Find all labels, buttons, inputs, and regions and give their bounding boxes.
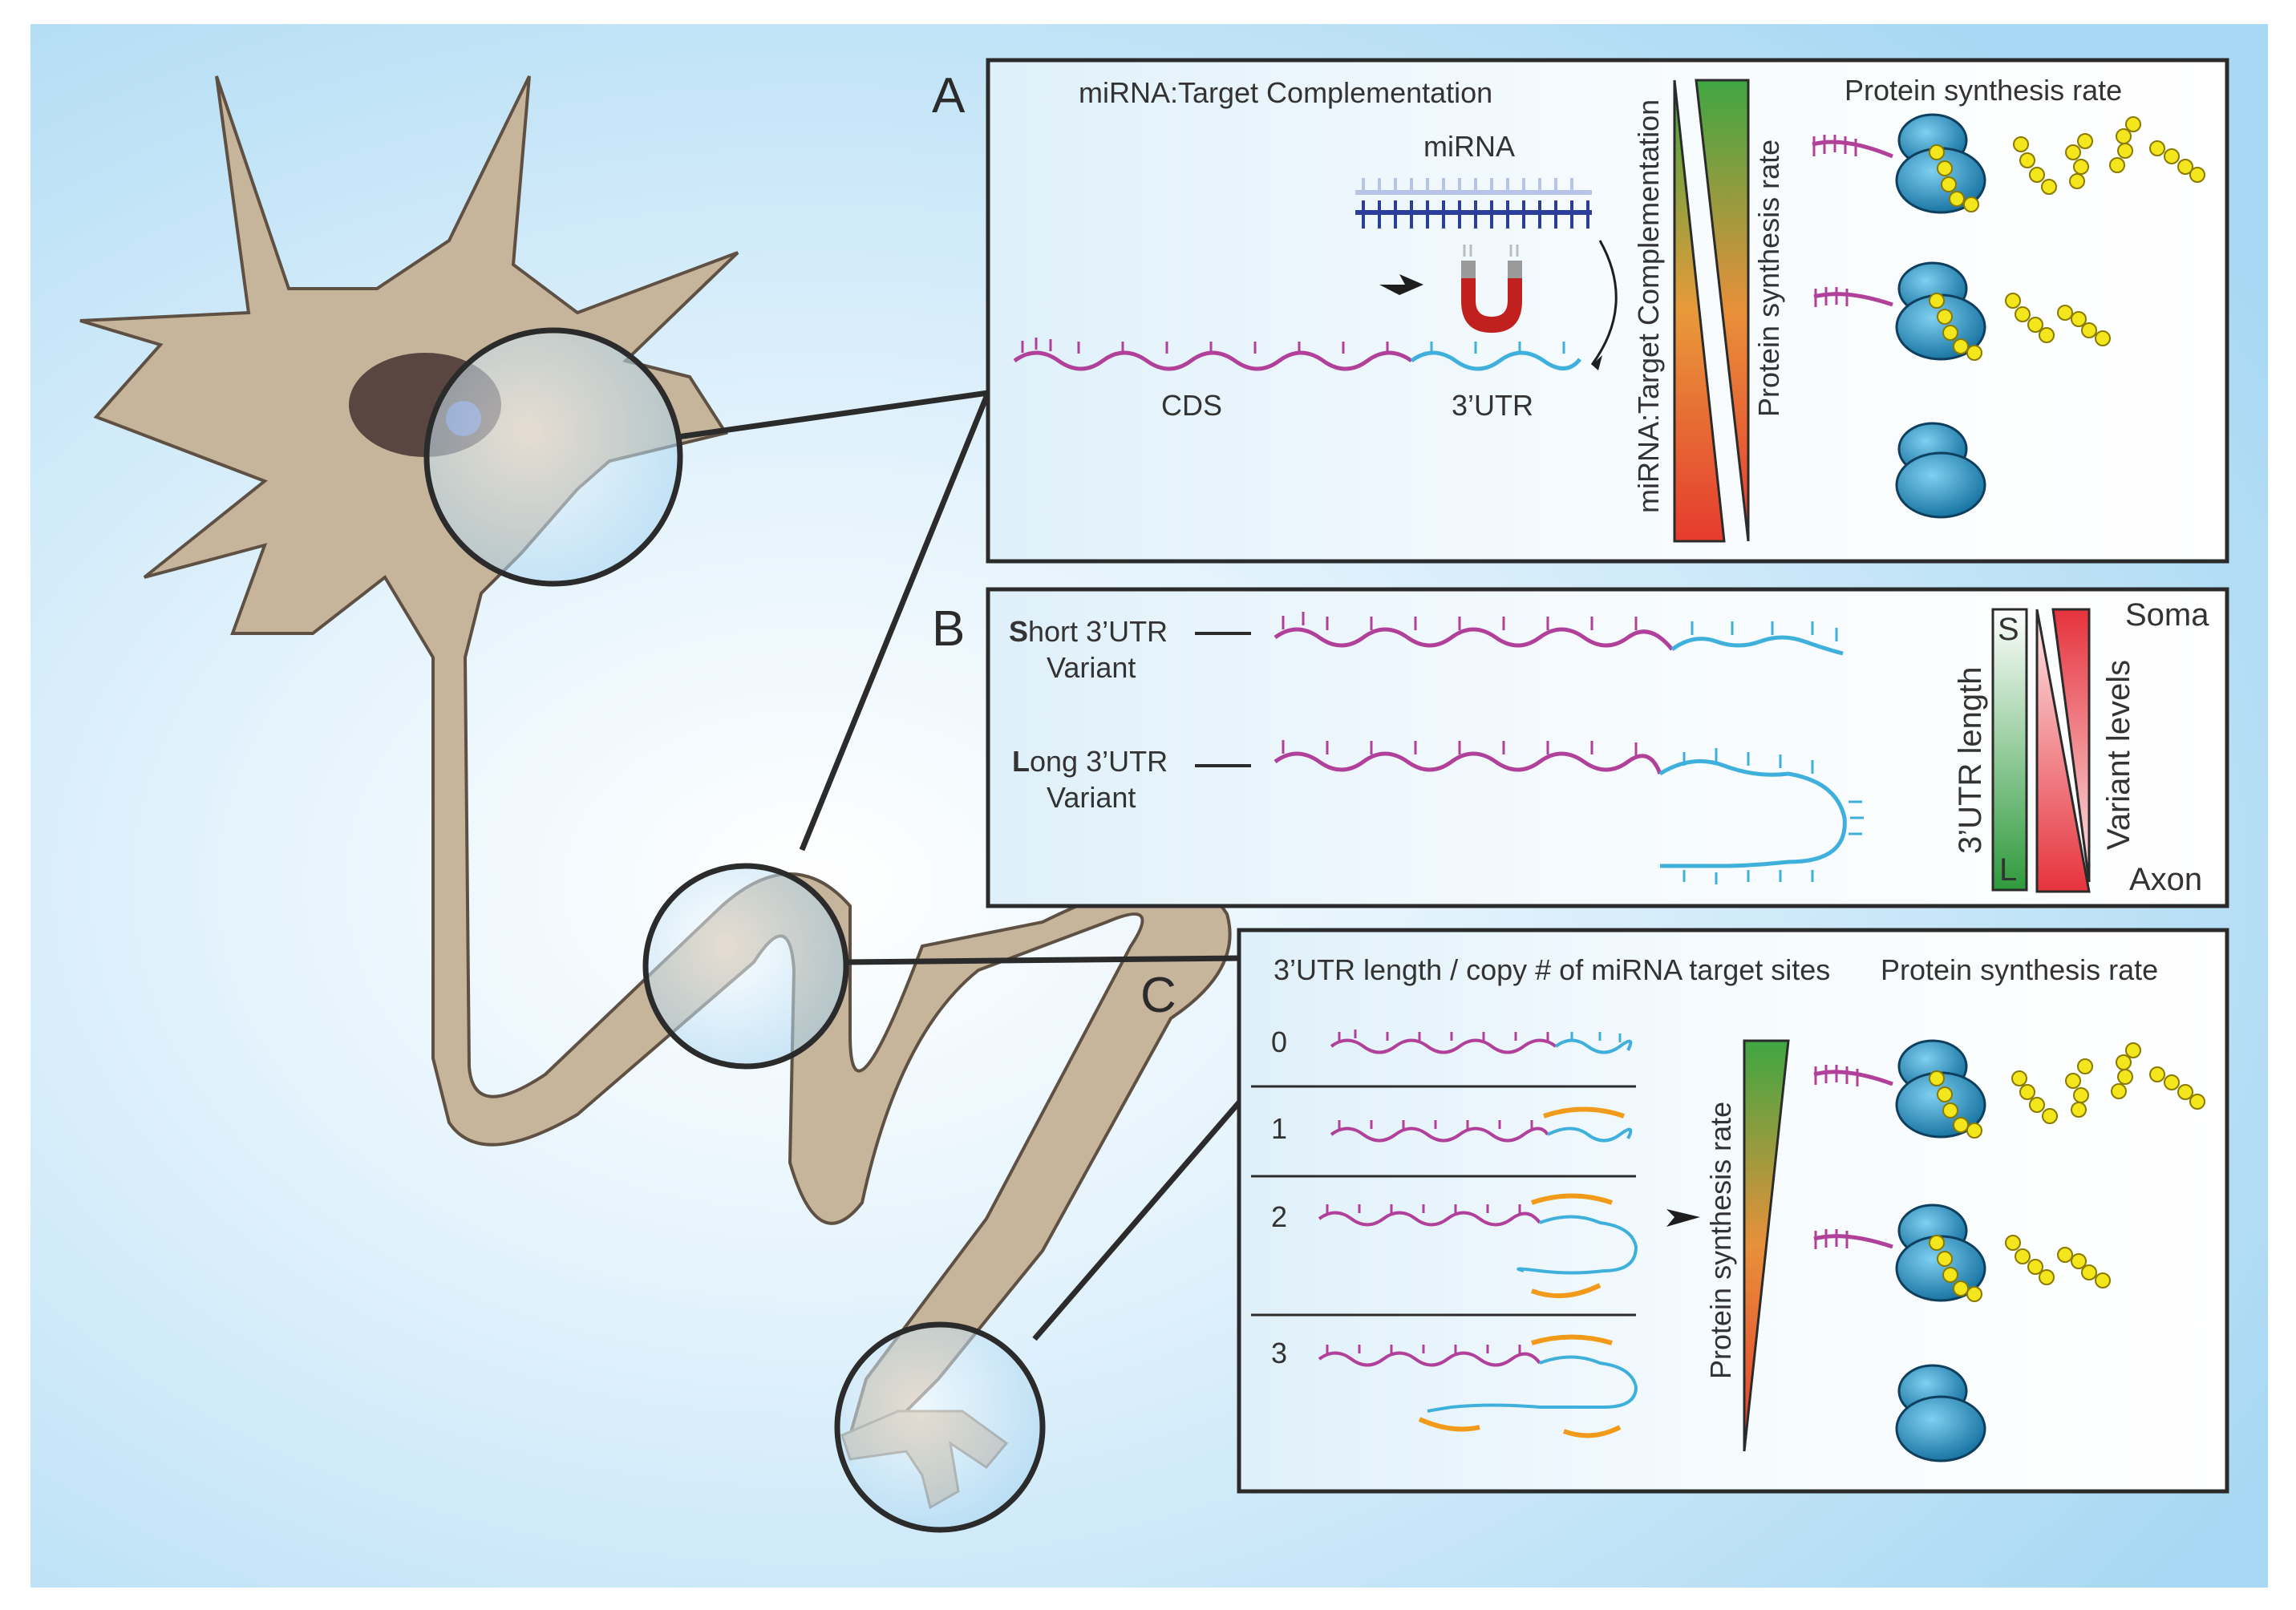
connector-axon-to-a	[799, 391, 991, 852]
utr-label: 3’UTR	[1452, 389, 1533, 422]
variant-triangle-long	[2035, 609, 2091, 893]
connector-soma-to-a	[677, 390, 989, 440]
mrna-row-3	[1318, 1334, 1638, 1438]
curved-arrow-icon	[1590, 240, 1618, 366]
lens-soma	[423, 327, 683, 587]
mrna-row-2	[1318, 1193, 1638, 1299]
lens-growth-cone	[834, 1321, 1046, 1533]
complementation-triangle	[1673, 79, 1726, 543]
mrna-long-variant	[1274, 740, 1864, 884]
row-label-0: 0	[1271, 1025, 1287, 1058]
ribosome-low-c	[1895, 1364, 1986, 1462]
row-label-1: 1	[1271, 1112, 1287, 1145]
mrna-row-0	[1330, 1030, 1633, 1054]
soma-label: Soma	[2125, 597, 2209, 633]
mirna-site	[1543, 1106, 1625, 1119]
ribosome-low-a	[1895, 422, 1986, 519]
panel-c-title: 3’UTR length / copy # of miRNA target si…	[1274, 953, 1830, 986]
panel-c-box	[1237, 928, 2229, 1494]
row-dividers	[1251, 1085, 1636, 1317]
synthesis-axis-label-c: Protein synthesis rate	[1704, 1102, 1737, 1379]
panel-b: B Short 3’UTR Variant Long 3’UTR Variant	[932, 587, 2229, 908]
panel-c: C 3’UTR length / copy # of miRNA target …	[1140, 928, 2229, 1494]
mirna-ladder	[1355, 178, 1592, 229]
mrna-row-1	[1330, 1106, 1633, 1143]
mrna-short-variant	[1274, 612, 1844, 656]
long-variant-label: Long 3’UTR	[1012, 745, 1168, 778]
panel-a-right-header: Protein synthesis rate	[1844, 74, 2122, 107]
arrowhead-icon	[1379, 274, 1423, 295]
synthesis-axis-label-a: Protein synthesis rate	[1752, 140, 1785, 417]
panel-a: A miRNA:Target Complementation miRNA	[932, 58, 2229, 564]
complementation-axis-label: miRNA:Target Complementation	[1632, 99, 1665, 513]
axon-label: Axon	[2129, 862, 2202, 897]
short-variant-label-2: Variant	[1047, 651, 1136, 684]
connector-cone-to-c	[1032, 1100, 1241, 1341]
magnifier-lenses	[423, 327, 1046, 1533]
panel-b-letter: B	[932, 601, 965, 657]
variant-triangle-short	[2051, 608, 2091, 883]
short-variant-label: Short 3’UTR	[1009, 615, 1168, 648]
amino-acids-c	[1929, 1042, 2205, 1302]
panel-a-title: miRNA:Target Complementation	[1079, 76, 1492, 109]
arrowhead-icon-c	[1666, 1209, 1700, 1227]
cds-label: CDS	[1161, 389, 1222, 422]
utr-length-l-marker: L	[1999, 852, 2017, 888]
mirna-label: miRNA	[1423, 130, 1515, 163]
panel-c-letter: C	[1140, 968, 1176, 1023]
magnet-icon	[1461, 245, 1522, 333]
row-label-3: 3	[1271, 1337, 1287, 1369]
utr-length-axis-label: 3’UTR length	[1953, 667, 1988, 854]
amino-acids-a	[1929, 116, 2205, 361]
synthesis-triangle	[1695, 79, 1750, 542]
mrna-panel-a	[1013, 338, 1581, 371]
utr-length-s-marker: S	[1998, 612, 2019, 647]
panel-a-box	[986, 58, 2229, 564]
connector-lines	[677, 390, 1241, 1341]
long-variant-label-2: Variant	[1047, 781, 1136, 814]
variant-levels-axis-label: Variant levels	[2101, 660, 2136, 850]
utr-length-bar	[1991, 608, 2028, 892]
synthesis-triangle-c	[1743, 1039, 1790, 1452]
panel-c-right-header: Protein synthesis rate	[1881, 953, 2158, 986]
connector-axon-to-c	[845, 955, 1240, 965]
row-label-2: 2	[1271, 1200, 1287, 1233]
lens-axon	[642, 863, 849, 1070]
panel-a-letter: A	[932, 68, 966, 123]
